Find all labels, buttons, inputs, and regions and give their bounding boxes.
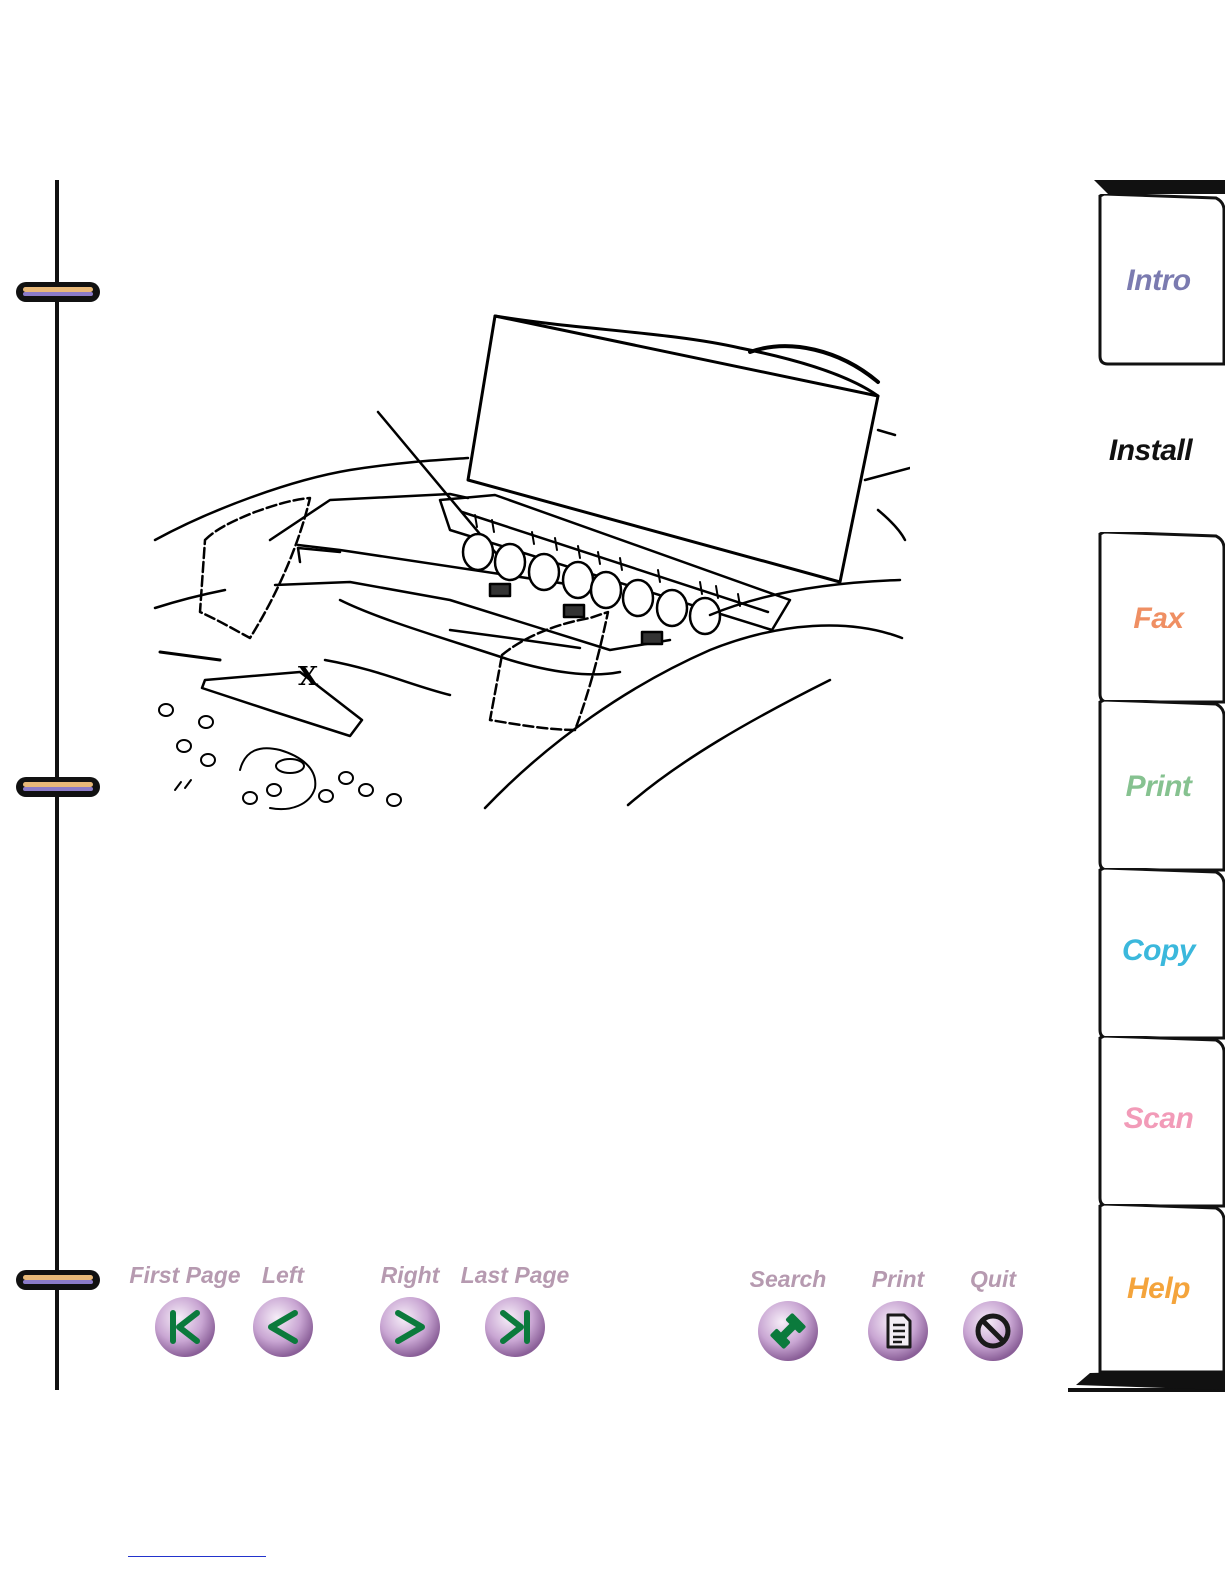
search-label: Search — [744, 1266, 832, 1293]
quit-button[interactable]: Quit — [960, 1266, 1026, 1363]
right-arrow-icon — [378, 1295, 442, 1359]
search-button[interactable]: Search — [744, 1266, 832, 1363]
quit-label: Quit — [960, 1266, 1026, 1293]
tab-scan[interactable]: Scan — [1096, 1036, 1225, 1208]
right-label: Right — [372, 1262, 448, 1289]
printer-illustration: X — [150, 300, 910, 812]
tab-copy-label: Copy — [1096, 934, 1221, 968]
first-page-icon — [153, 1295, 217, 1359]
search-icon — [756, 1299, 820, 1363]
print-label: Print — [862, 1266, 934, 1293]
tab-print[interactable]: Print — [1096, 700, 1225, 872]
tab-intro[interactable]: Intro — [1096, 194, 1225, 366]
right-button[interactable]: Right — [372, 1262, 448, 1359]
tab-install[interactable]: Install — [1096, 368, 1225, 536]
first-page-label: First Page — [126, 1262, 244, 1289]
tab-copy[interactable]: Copy — [1096, 868, 1225, 1040]
binder-ring-top — [14, 279, 102, 305]
print-icon — [866, 1299, 930, 1363]
last-page-icon — [483, 1295, 547, 1359]
last-page-label: Last Page — [458, 1262, 572, 1289]
quit-icon — [961, 1299, 1025, 1363]
first-page-button[interactable]: First Page — [126, 1262, 244, 1359]
tab-print-label: Print — [1096, 770, 1221, 804]
section-tabs: Intro Install Fax Print Copy Scan Help — [1068, 180, 1225, 1392]
binder-ring-bottom — [14, 1267, 102, 1293]
tab-help-label: Help — [1096, 1272, 1221, 1306]
tab-scan-label: Scan — [1096, 1102, 1221, 1136]
tab-help[interactable]: Help — [1096, 1204, 1225, 1374]
link-underline — [128, 1556, 266, 1557]
tab-fax[interactable]: Fax — [1096, 532, 1225, 704]
left-button[interactable]: Left — [250, 1262, 316, 1359]
print-button[interactable]: Print — [862, 1266, 934, 1363]
svg-text:X: X — [298, 662, 319, 692]
tab-intro-label: Intro — [1096, 264, 1221, 298]
left-arrow-icon — [251, 1295, 315, 1359]
tab-install-label: Install — [1080, 434, 1221, 468]
last-page-button[interactable]: Last Page — [458, 1262, 572, 1359]
left-label: Left — [250, 1262, 316, 1289]
tab-fax-label: Fax — [1096, 602, 1221, 636]
binder-ring-middle — [14, 774, 102, 800]
